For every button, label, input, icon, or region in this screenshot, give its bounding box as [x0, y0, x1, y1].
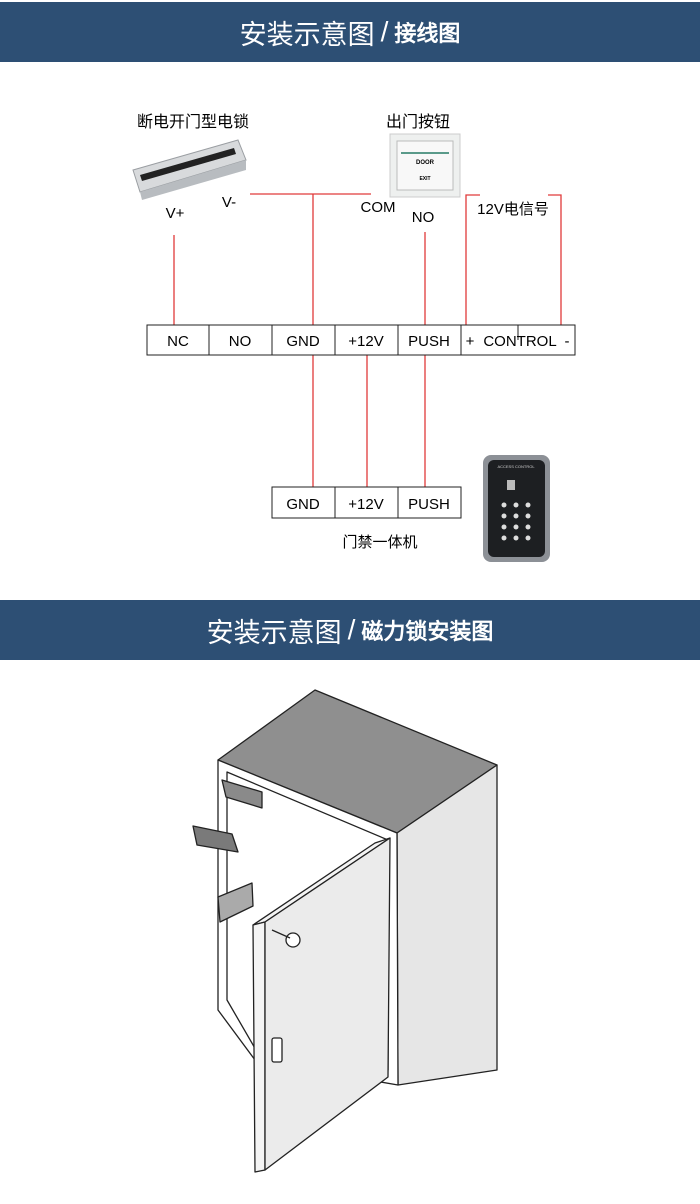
- magnetic-lock-image: [132, 139, 247, 200]
- reader-terminal-gnd: GND: [286, 496, 320, 513]
- button-face-exit: EXIT: [419, 176, 430, 182]
- button-face-door: DOOR: [416, 160, 435, 166]
- door-side-edge: [252, 921, 266, 1173]
- reader-terminal-12v: +12V: [348, 496, 383, 513]
- signal-label: 12V电信号: [477, 201, 549, 218]
- door-handle: [271, 1037, 283, 1063]
- terminal-control: CONTROL: [483, 333, 556, 350]
- terminal-strip: NC NO GND +12V PUSH + CONTROL -: [146, 324, 576, 356]
- terminal-nc: NC: [167, 333, 189, 350]
- terminal-no: NO: [229, 333, 252, 350]
- reader-terminal-push: PUSH: [408, 496, 450, 513]
- terminal-push: PUSH: [408, 333, 450, 350]
- section-subtitle: 接线图: [394, 21, 461, 46]
- reader-face-label: ACCESS CONTROL: [497, 464, 535, 469]
- lock-bracket: [221, 779, 263, 809]
- armature-plate: [217, 882, 254, 923]
- cabinet-installation-illustration: [192, 689, 498, 1173]
- reader-label: 门禁一体机: [342, 534, 417, 551]
- lock-v-plus-label: V+: [166, 205, 185, 222]
- separator: /: [347, 614, 356, 645]
- terminal-control-plus: +: [466, 333, 475, 350]
- terminal-12v: +12V: [348, 333, 383, 350]
- section-header-installation: 安装示意图 / 磁力锁安装图: [0, 600, 700, 660]
- lock-label: 断电开门型电锁: [137, 113, 249, 131]
- button-label: 出门按钮: [386, 113, 450, 131]
- reader-terminal-strip: GND +12V PUSH: [271, 486, 462, 519]
- section-header-wiring: 安装示意图 / 接线图: [0, 2, 700, 62]
- section-subtitle: 磁力锁安装图: [361, 619, 494, 644]
- wire-control-plus: [465, 194, 480, 325]
- separator: /: [380, 16, 389, 47]
- terminal-gnd: GND: [286, 333, 320, 350]
- section-title: 安装示意图: [206, 617, 342, 648]
- door-front: [264, 837, 391, 1171]
- wire-control-minus: [548, 194, 562, 325]
- keypad-reader-image: ACCESS CONTROL: [483, 455, 550, 562]
- exit-button-image: DOOR EXIT: [389, 133, 461, 198]
- terminal-control-minus: -: [565, 333, 570, 350]
- button-no-label: NO: [412, 209, 435, 226]
- mounting-bolt: [285, 932, 301, 948]
- button-com-label: COM: [361, 199, 396, 216]
- section-title: 安装示意图: [239, 19, 375, 50]
- wires: [173, 193, 562, 487]
- wiring-diagram: 断电开门型电锁 V+ V- 出门按钮 DOOR EXIT COM NO 12V电…: [132, 113, 576, 562]
- lock-v-minus-label: V-: [222, 194, 236, 211]
- magnetic-lock: [192, 825, 239, 853]
